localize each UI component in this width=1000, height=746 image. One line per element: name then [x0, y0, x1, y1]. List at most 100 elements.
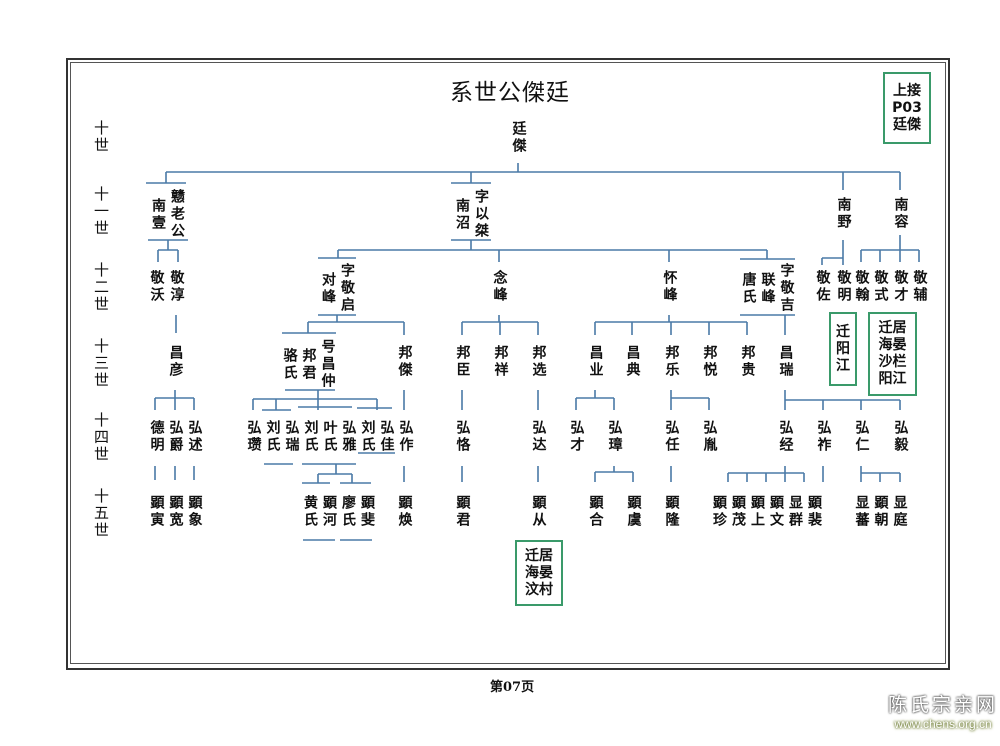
person-node: 弘璋 — [606, 420, 623, 454]
watermark-logo: 陈氏宗亲网 www.chens.org.cn — [888, 690, 998, 731]
generation-label: 十四世 — [92, 412, 110, 463]
person-name: 字敬吉 — [778, 263, 795, 314]
person-name: 昌业 — [587, 345, 604, 379]
person-node: 弘毅 — [893, 420, 909, 454]
person-name: 弘作 — [397, 420, 414, 454]
migration-note: 迁居 海晏 汶村 — [515, 540, 563, 606]
person-name: 弘仁 — [853, 420, 870, 454]
person-name: 显群 — [787, 495, 803, 529]
person-name: 顕宽 — [167, 495, 184, 529]
person-name: 叶氏 — [321, 420, 338, 454]
person-name: 骆氏 — [281, 347, 298, 382]
person-name: 南壹 — [150, 197, 166, 232]
person-node: 邦祥 — [493, 345, 509, 379]
person-name: 顕虞 — [625, 495, 642, 529]
person-name: 对峰 — [320, 271, 336, 306]
person-name: 弘达 — [530, 420, 547, 454]
person-name: 敬佐 — [814, 270, 831, 304]
person-node: 顕合 — [587, 495, 604, 529]
person-name: 昌瑞 — [777, 345, 794, 379]
person-name: 顕合 — [587, 495, 604, 529]
generation-label: 十世 — [92, 120, 110, 154]
person-name: 邦悦 — [701, 345, 718, 379]
person-name: 廖氏 — [340, 495, 356, 529]
person-node: 顕虞 — [625, 495, 642, 529]
person-node: 敬才 — [893, 270, 909, 304]
person-name: 弘瑞 — [283, 420, 300, 454]
person-name: 念峰 — [491, 270, 508, 304]
person-name: 怀峰 — [661, 270, 678, 304]
person-node: 弘恪 — [454, 420, 471, 454]
migration-note: 迁居 海晏 沙栏 阳江 — [868, 312, 917, 396]
person-name: 邦贵 — [739, 345, 756, 379]
person-name: 顕象 — [186, 495, 203, 529]
person-node: 邦悦 — [701, 345, 718, 379]
person-node: 邦乐 — [663, 345, 680, 379]
person-node: 唐氏联峰字敬吉 — [741, 263, 795, 314]
person-name: 戆老公 — [169, 189, 185, 240]
generation-label: 十五世 — [92, 488, 110, 539]
person-name: 联峰 — [759, 271, 776, 306]
person-node: 昌彦 — [168, 345, 184, 379]
person-node: 顕君 — [455, 495, 471, 529]
person-node: 顕寅顕宽顕象 — [148, 495, 203, 529]
person-name: 弘佳 — [378, 420, 395, 454]
person-node: 敬佐 — [814, 270, 831, 304]
person-name: 顕焕 — [396, 495, 413, 529]
person-name: 弘述 — [186, 420, 203, 454]
person-name: 顕珍 — [711, 495, 727, 529]
person-node: 敬翰 — [854, 270, 870, 304]
page-frame-inner — [70, 62, 946, 664]
generation-label: 十一世 — [92, 186, 110, 237]
watermark-url: www.chens.org.cn — [894, 717, 992, 731]
person-node: 弘达 — [530, 420, 547, 454]
reference-box: 上接 P03 廷傑 — [883, 72, 931, 144]
person-name: 邦乐 — [663, 345, 680, 379]
person-name: 邦选 — [530, 345, 547, 379]
person-name: 弘经 — [777, 420, 794, 454]
person-name: 显蕃 — [853, 495, 870, 529]
person-name: 显庭 — [891, 495, 908, 529]
person-node: 弘胤 — [701, 420, 718, 454]
person-name: 敬明 — [835, 270, 852, 304]
person-node: 敬明 — [835, 270, 852, 304]
person-node: 廷傑 — [510, 121, 527, 155]
person-name: 顕文 — [768, 495, 784, 529]
person-name: 顕茂 — [730, 495, 746, 529]
person-node: 邦傑 — [397, 345, 413, 379]
person-name: 弘祚 — [815, 420, 832, 454]
person-name: 敬式 — [872, 270, 889, 304]
person-name: 顕斐 — [359, 495, 375, 529]
person-name: 邦君 — [300, 347, 317, 382]
person-name: 刘氏 — [264, 420, 281, 454]
person-node: 显蕃顕朝显庭 — [853, 495, 908, 529]
person-name: 刘氏 — [359, 420, 376, 454]
person-name: 弘恪 — [454, 420, 471, 454]
person-name: 黄氏 — [302, 495, 318, 529]
watermark-name: 陈氏宗亲网 — [888, 694, 999, 716]
person-node: 黄氏顕河廖氏顕斐 — [302, 495, 375, 529]
person-name: 弘璋 — [606, 420, 623, 454]
person-name: 顕从 — [530, 495, 547, 529]
person-name: 弘胤 — [701, 420, 718, 454]
person-name: 顕寅 — [148, 495, 165, 529]
person-node: 南容 — [893, 197, 909, 231]
generation-label: 十三世 — [92, 338, 110, 389]
person-name: 敬辅 — [911, 270, 928, 304]
person-name: 廷傑 — [510, 121, 527, 155]
person-node: 邦贵 — [739, 345, 756, 379]
person-name: 弘爵 — [167, 420, 184, 454]
person-name: 敬沃 — [148, 270, 165, 304]
person-node: 敬淳 — [169, 270, 185, 304]
person-name: 顕隆 — [663, 495, 680, 529]
person-name: 德明 — [148, 420, 165, 454]
person-node: 南壹戆老公 — [150, 189, 185, 240]
person-name: 号昌仲 — [319, 339, 336, 390]
person-name: 南野 — [835, 197, 852, 231]
page-frame — [66, 58, 950, 670]
person-node: 德明弘爵弘述 — [148, 420, 203, 454]
person-name: 刘氏 — [302, 420, 319, 454]
person-node: 弘经 — [777, 420, 794, 454]
person-name: 弘任 — [663, 420, 680, 454]
person-name: 顕上 — [749, 495, 765, 529]
